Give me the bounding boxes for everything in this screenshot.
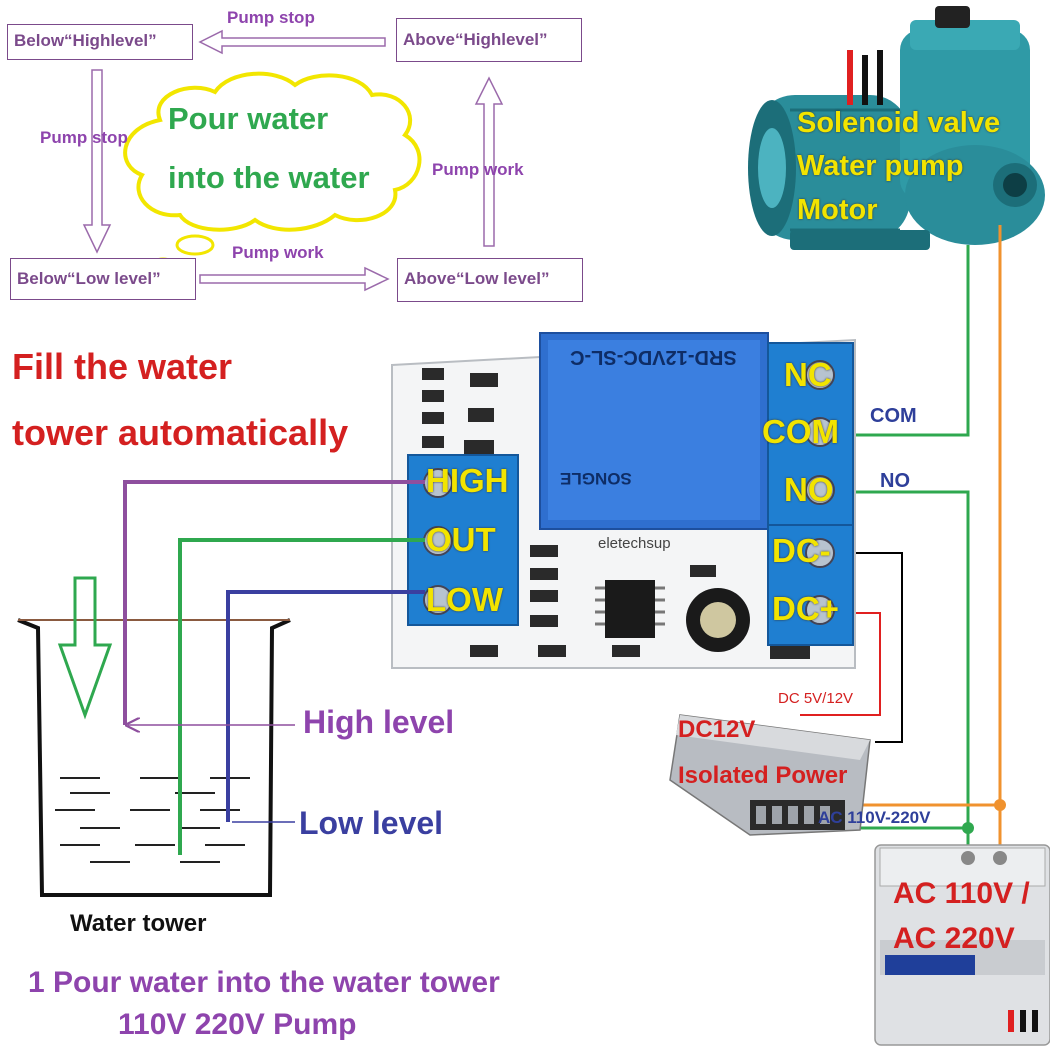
- tank-caption: Water tower: [70, 910, 207, 937]
- flow-arrow-left: [82, 69, 112, 254]
- power-supply: [669, 714, 871, 836]
- circuit-breaker: [874, 844, 1050, 1046]
- relay-brand: SONGLE: [560, 469, 632, 488]
- high-level-label: High level: [303, 704, 455, 740]
- pump-label-1: Solenoid valve: [797, 107, 1001, 139]
- probe-wires: [123, 480, 425, 855]
- psu-label-1: DC12V: [678, 716, 756, 743]
- water-tower: [17, 576, 291, 897]
- flow-arrow-right: [474, 76, 504, 247]
- dc-wires: [800, 552, 903, 743]
- flow-arrow-top: [198, 29, 386, 55]
- wire-label-no: NO: [880, 470, 910, 492]
- breaker-label-2: AC 220V: [893, 922, 1015, 955]
- state-above-low: Above“Low level”: [397, 258, 583, 302]
- low-level-label: Low level: [299, 805, 444, 841]
- title-line-1: Fill the water: [12, 346, 233, 387]
- footer-line-2: 110V 220V Pump: [118, 1008, 357, 1041]
- title-line-2: tower automatically: [12, 412, 349, 453]
- terminal-low: LOW: [426, 581, 503, 618]
- cloud-text-1: Pour water: [168, 101, 329, 136]
- terminal-no: NO: [784, 471, 834, 508]
- flow-label-right: Pump work: [432, 160, 524, 179]
- power-terminal-block: [767, 524, 854, 646]
- terminal-dc-minus: DC-: [772, 532, 831, 569]
- flow-arrows: [82, 29, 504, 292]
- flow-arrow-bottom: [199, 266, 390, 292]
- terminal-dc-plus: DC+: [772, 590, 839, 627]
- water-pump: [748, 6, 1045, 250]
- state-above-high: Above“Highlevel”: [396, 18, 582, 62]
- terminal-out: OUT: [426, 521, 496, 558]
- state-below-low: Below“Low level”: [10, 258, 196, 300]
- board-brand: eletechsup: [598, 535, 671, 552]
- flow-label-top: Pump stop: [227, 8, 315, 27]
- flow-label-left: Pump stop: [40, 128, 128, 147]
- wire-label-dc: DC 5V/12V: [778, 690, 854, 707]
- flow-label-bottom: Pump work: [232, 243, 324, 262]
- psu-label-2: Isolated Power: [678, 762, 848, 789]
- wire-label-com: COM: [870, 405, 917, 427]
- cloud-text-2: into the water: [168, 160, 370, 195]
- state-below-high: Below“Highlevel”: [7, 24, 193, 60]
- terminal-high: HIGH: [426, 462, 509, 499]
- terminal-com: COM: [762, 413, 839, 450]
- pump-label-2: Water pump: [797, 150, 964, 182]
- footer-line-1: 1 Pour water into the water tower: [28, 966, 500, 999]
- ac-wires: [790, 225, 1006, 850]
- relay-model: SRD-12VDC-SL-C: [570, 346, 737, 368]
- wire-label-ac: AC 110V-220V: [818, 808, 931, 827]
- pump-label-3: Motor: [797, 194, 878, 226]
- terminal-nc: NC: [784, 356, 832, 393]
- breaker-label-1: AC 110V /: [893, 877, 1030, 910]
